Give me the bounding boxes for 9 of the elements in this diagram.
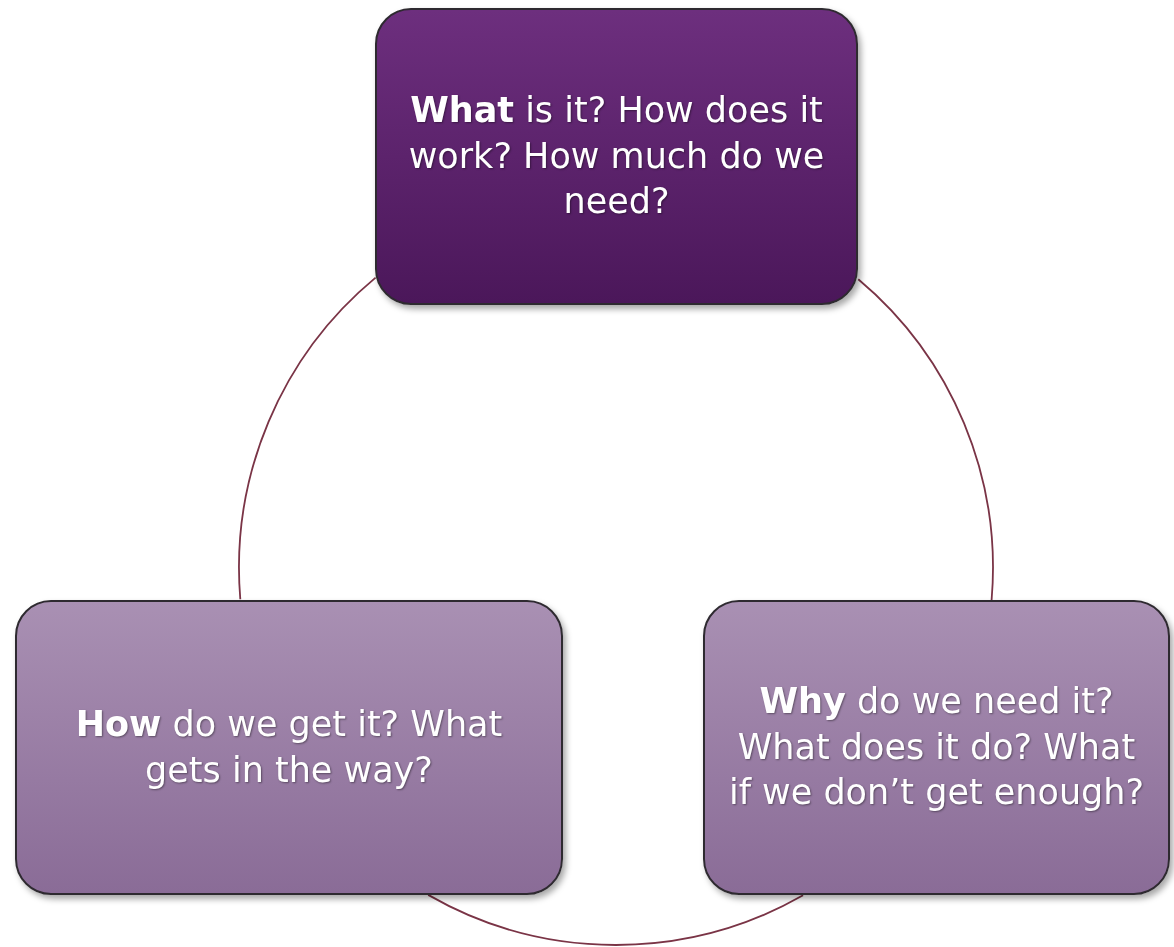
question-text: How do we get it? What gets in the way? — [74, 703, 504, 792]
question-text: Why do we need it? What does it do? What if we don’t get enough? — [727, 680, 1146, 815]
connector-arc — [238, 276, 377, 601]
connector-arc — [857, 278, 994, 601]
question-text: What is it? How does it work? How much do we need? — [407, 89, 826, 224]
rounded-box — [703, 600, 1170, 895]
rounded-box — [15, 600, 563, 895]
rounded-box — [375, 8, 858, 305]
connector-arc — [427, 894, 804, 946]
